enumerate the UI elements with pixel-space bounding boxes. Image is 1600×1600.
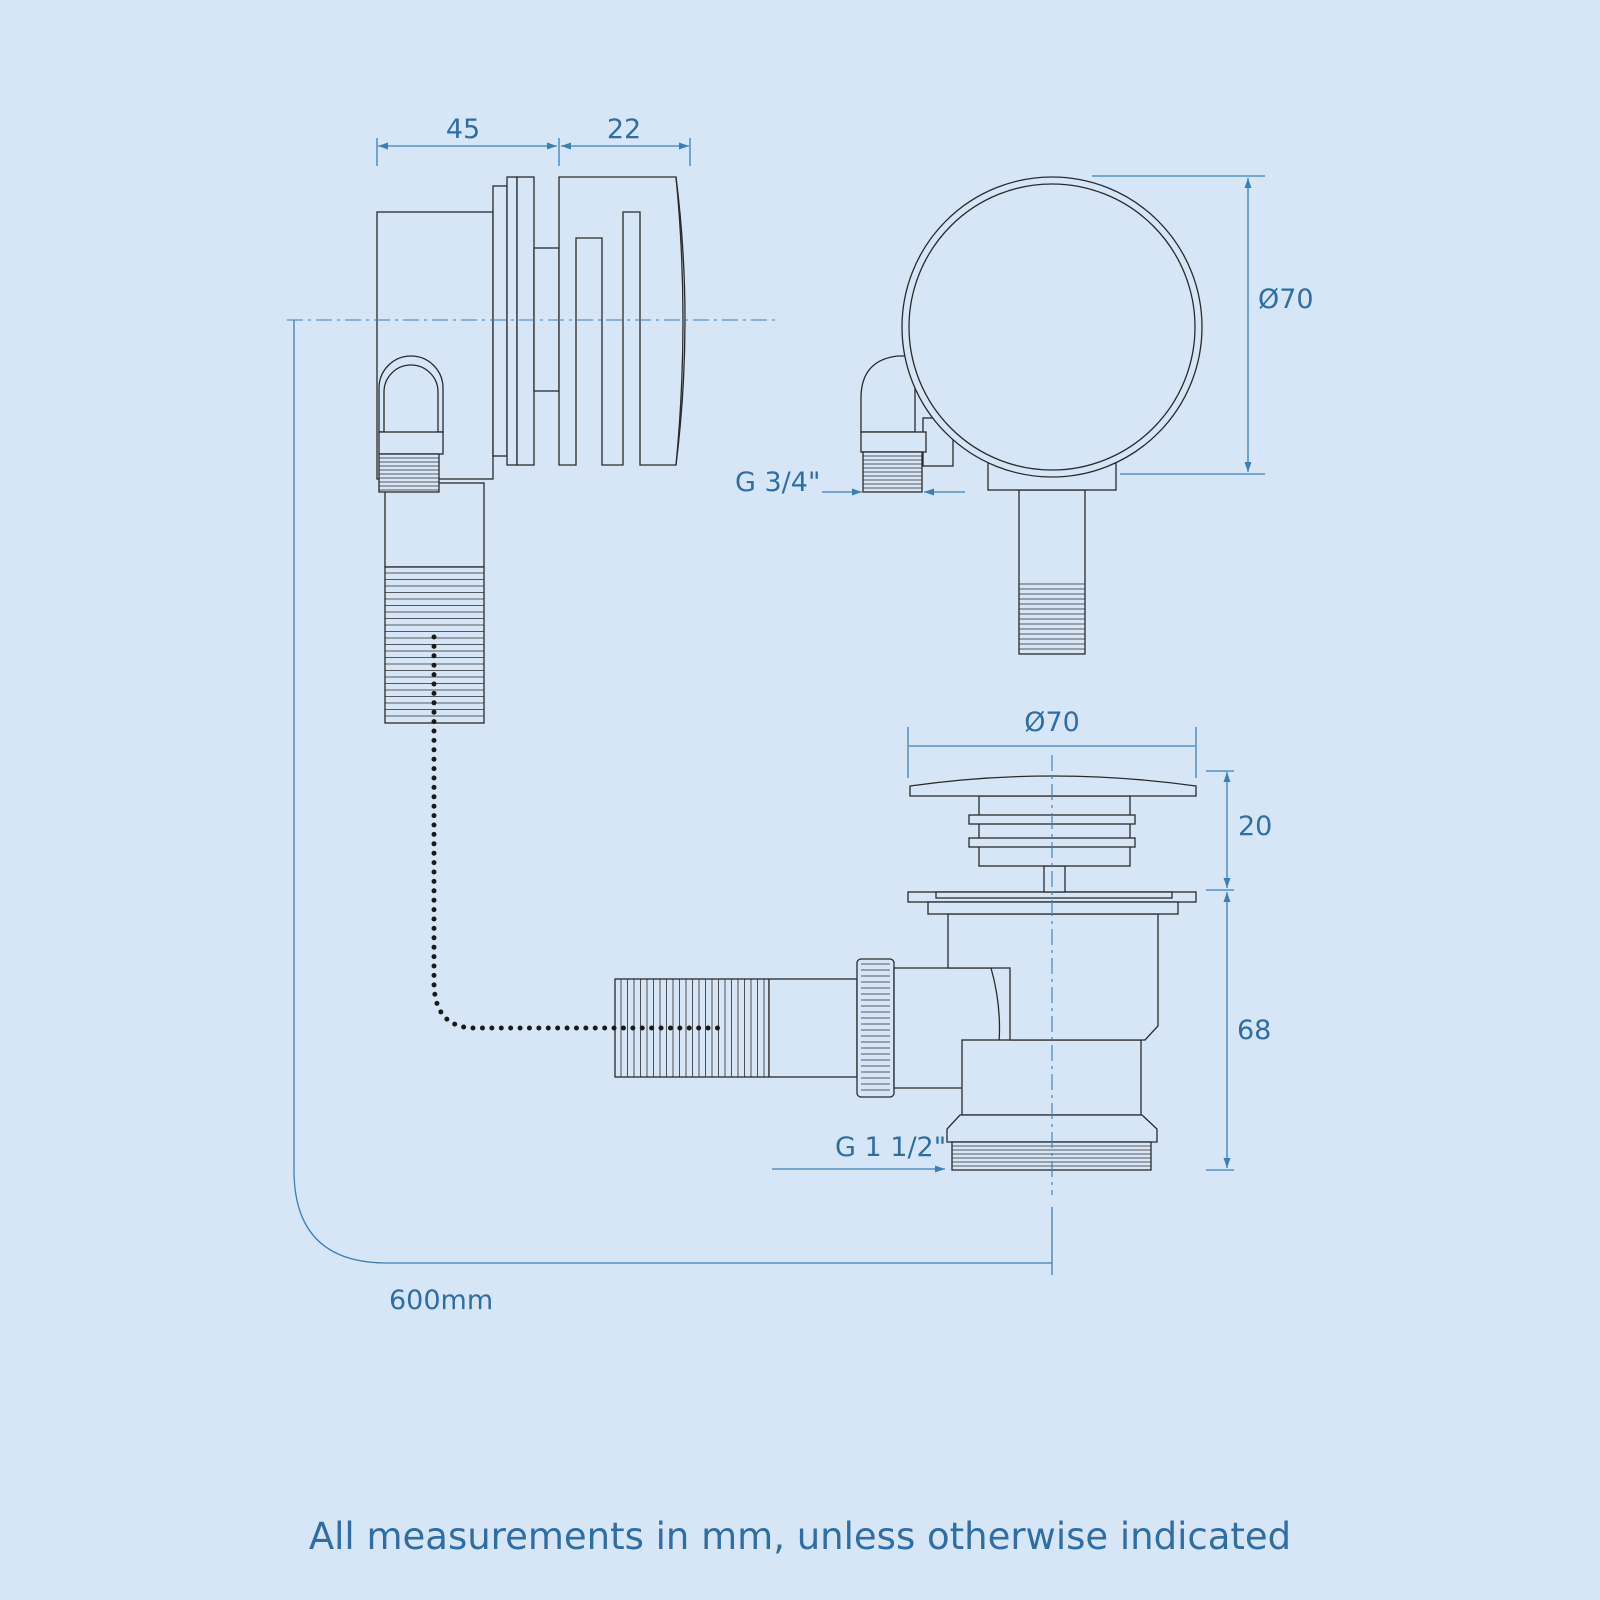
overflow-thread-label: G 3/4" [735,467,820,498]
overflow-diameter-label: Ø70 [1258,284,1314,315]
overflow-cap-depth-label: 22 [607,114,641,145]
popup-cable [431,634,728,1031]
overflow-depth-label: 45 [446,114,480,145]
waste-diameter-label: Ø70 [1024,707,1080,738]
overflow-front-tube-threads [1019,583,1085,650]
overflow-front-view [860,176,1203,655]
waste-thread-label: G 1 1/2" [835,1132,946,1163]
cable-length-label: 600mm [389,1285,493,1316]
waste-body-height-label: 68 [1237,1015,1271,1046]
waste-cap-height-label: 20 [1238,811,1272,842]
waste-nut-knurl [861,963,890,1091]
overflow-side-view [376,176,686,724]
footnote: All measurements in mm, unless otherwise… [309,1515,1291,1558]
popup-waste-side-view [614,775,1197,1171]
elbow-threads [379,457,439,491]
front-elbow-threads [863,455,922,489]
